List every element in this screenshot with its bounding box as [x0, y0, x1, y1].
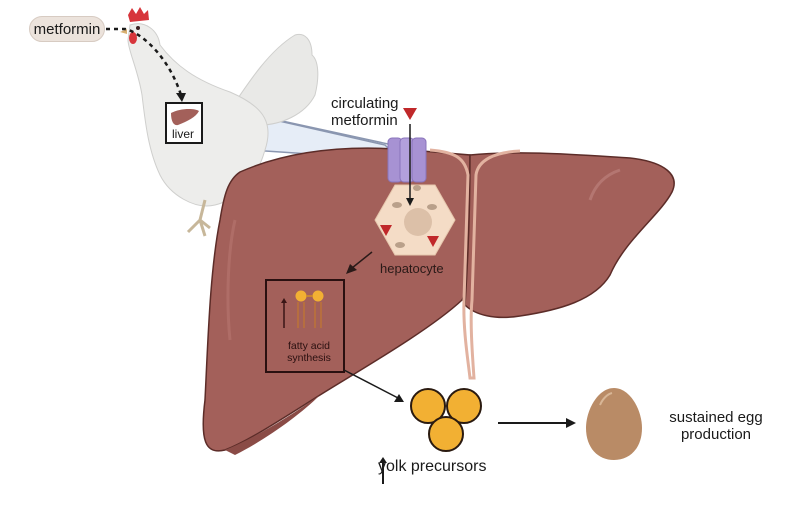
- hen-wattle: [129, 32, 137, 44]
- circulating-metformin-line2: metformin: [331, 112, 398, 130]
- egg-production-label: sustained egg production: [652, 409, 780, 444]
- mitochondrion: [427, 204, 437, 210]
- circulating-metformin-line1: circulating: [331, 95, 399, 112]
- membrane-transporter: [387, 137, 427, 183]
- mitochondrion: [395, 242, 405, 248]
- yolk-precursors-label: yolk precursors: [378, 458, 487, 475]
- mitochondrion: [413, 185, 421, 191]
- fas-to-yolk-arrow: [343, 369, 401, 400]
- fatty-acid-line2: synthesis: [287, 352, 331, 365]
- uptake-arrowhead: [406, 198, 414, 206]
- hepatocyte-to-fas-arrow: [351, 251, 373, 269]
- hen-leg: [186, 199, 211, 237]
- egg-production-line1: sustained egg: [669, 409, 763, 426]
- yolk-to-egg-arrowhead: [566, 418, 576, 428]
- lipid-molecule-icon: [295, 290, 324, 328]
- hepatocyte-label: hepatocyte: [380, 261, 444, 276]
- metformin-triangle-intracellular: [380, 225, 392, 236]
- falciform-ligament: [429, 148, 521, 380]
- hepatocyte-nucleus: [404, 208, 432, 236]
- hen-tail: [229, 33, 319, 126]
- metformin-pill-label: metformin: [33, 20, 101, 38]
- fatty-acid-synthesis-box: [265, 279, 345, 373]
- metformin-triangle-intracellular: [427, 236, 439, 247]
- liver-right-highlight: [588, 168, 621, 201]
- circulating-metformin-label: circulating metformin: [331, 95, 399, 130]
- yolk-precursor-cluster: [410, 388, 482, 452]
- liver-right-lobe: [464, 152, 675, 319]
- liver-highlight: [226, 219, 237, 341]
- ingestion-arrowhead: [176, 93, 186, 102]
- liver-inset-icon: [171, 108, 199, 126]
- hen-comb: [128, 7, 149, 22]
- liver-underside-shadow: [225, 395, 320, 455]
- hen-eye: [136, 26, 140, 30]
- fatty-acid-synthesis-label: fatty acid synthesis: [279, 340, 339, 364]
- liver-inset-label: liver: [172, 127, 195, 141]
- ingestion-dashed-arrow: [106, 27, 183, 96]
- fatty-acid-line1: fatty acid: [287, 340, 331, 352]
- metformin-triangle-circulating: [403, 108, 417, 120]
- egg-icon: [586, 388, 642, 460]
- fas-to-yolk-arrowhead: [394, 394, 404, 402]
- hepatocyte-to-fas-arrowhead: [346, 264, 357, 274]
- mitochondrion: [392, 202, 402, 208]
- egg-production-line2: production: [680, 426, 752, 444]
- hepatocyte-cell: [374, 184, 456, 256]
- fas-increase-arrowhead: [281, 298, 287, 303]
- metformin-pill: metformin: [29, 16, 105, 42]
- yolk-increase-arrowhead: [379, 457, 387, 463]
